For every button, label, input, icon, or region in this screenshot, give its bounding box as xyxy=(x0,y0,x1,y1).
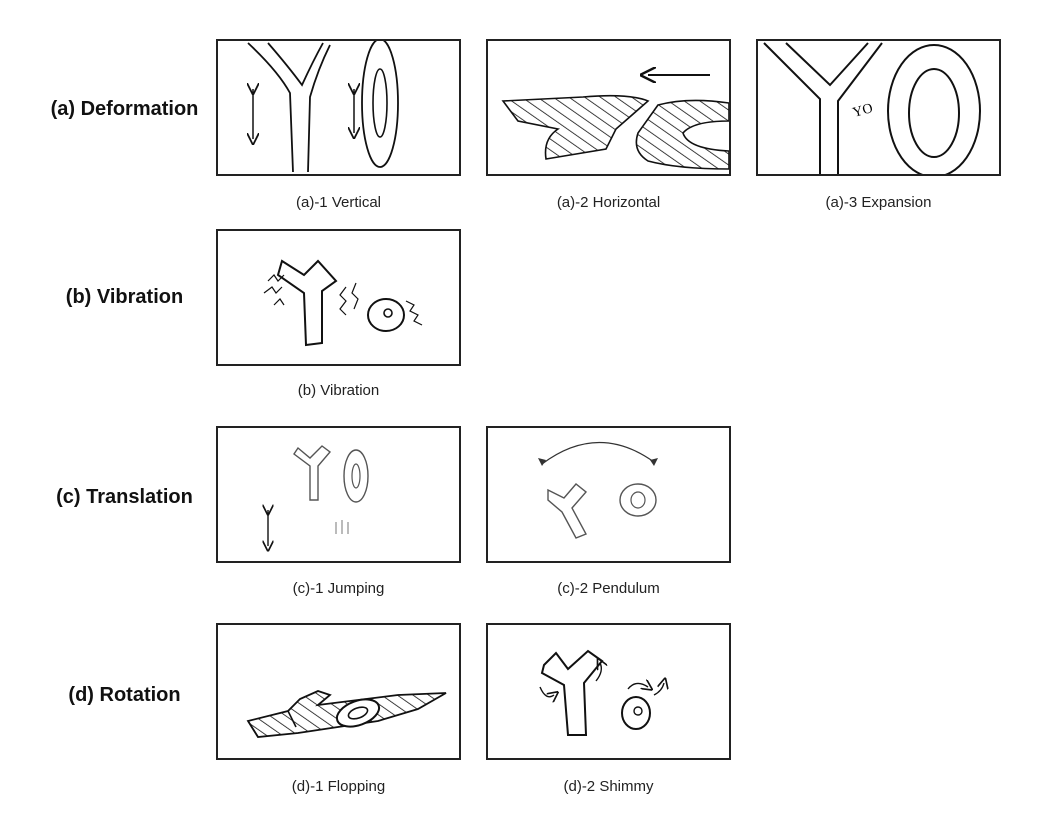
sketch-vertical-deformation xyxy=(216,39,461,176)
row-label-translation: (c) Translation xyxy=(56,486,193,508)
caption-jumping: (c)-1 Jumping xyxy=(292,580,385,597)
sketch-flopping-rotation xyxy=(216,623,461,760)
sketch-shimmy-rotation xyxy=(486,623,731,760)
caption-vibration: (b) Vibration xyxy=(297,382,380,399)
caption-pendulum: (c)-2 Pendulum xyxy=(557,580,660,597)
sketch-vibration xyxy=(216,229,461,366)
sketch-expansion-deformation: YO xyxy=(756,39,1001,176)
caption-flopping: (d)-1 Flopping xyxy=(291,778,386,795)
row-label-deformation: (a) Deformation xyxy=(50,98,199,120)
sketch-horizontal-deformation xyxy=(486,39,731,176)
sketch-pendulum-translation xyxy=(486,426,731,563)
sketch-jumping-translation xyxy=(216,426,461,563)
svg-text:YO: YO xyxy=(851,101,874,121)
caption-vertical: (a)-1 Vertical xyxy=(295,194,382,211)
caption-horizontal: (a)-2 Horizontal xyxy=(556,194,661,211)
row-label-rotation: (d) Rotation xyxy=(68,684,181,706)
row-label-vibration: (b) Vibration xyxy=(65,286,184,308)
caption-expansion: (a)-3 Expansion xyxy=(825,194,932,211)
caption-shimmy: (d)-2 Shimmy xyxy=(563,778,654,795)
